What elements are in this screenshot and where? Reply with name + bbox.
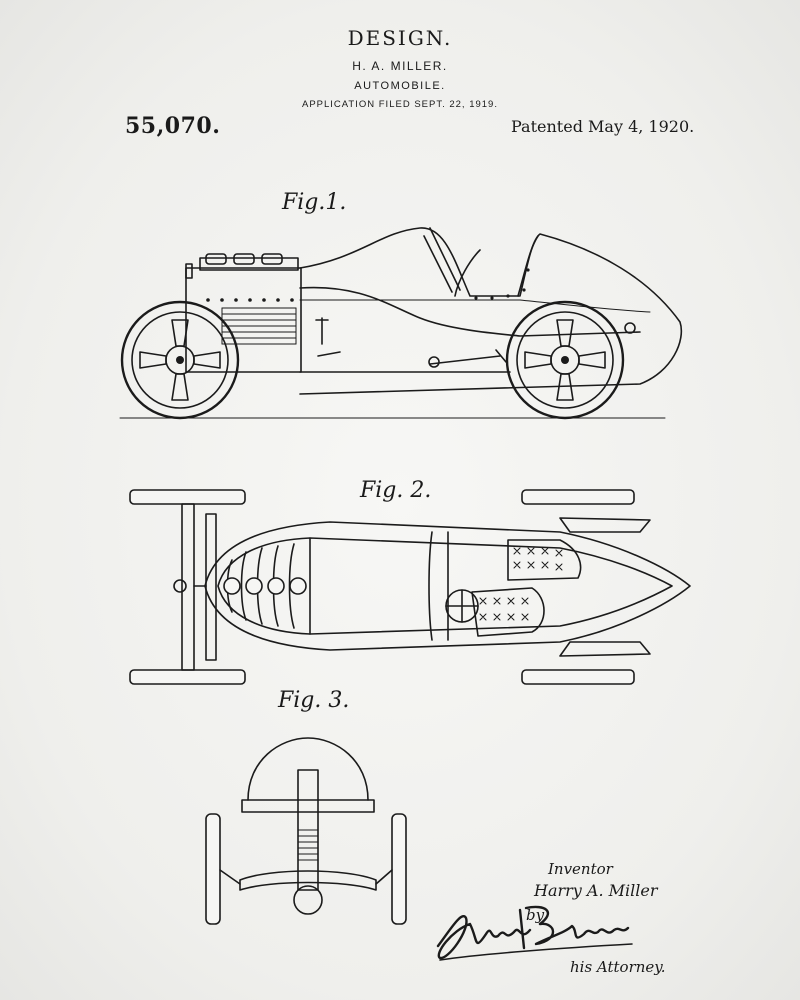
rear-right-tyre — [521, 669, 635, 685]
front-wheel-tyre — [120, 300, 240, 420]
gear-lever — [315, 317, 329, 345]
attorney-signature-mark — [436, 905, 633, 961]
patent-number: 55,070. — [125, 113, 221, 139]
hood-top — [199, 257, 299, 271]
body-plan-inner — [217, 537, 673, 635]
front-right-tyre — [129, 669, 246, 685]
fig1-side-view — [119, 227, 683, 420]
seat-cushion-1 — [507, 539, 582, 581]
application-filed-line: APPLICATION FILED SEPT. 22, 1919. — [302, 99, 498, 110]
seat-quilting — [479, 547, 563, 621]
patent-date: Patented May 4, 1920. — [511, 117, 695, 136]
inventor-role: Inventor — [548, 860, 613, 878]
brake-lever — [317, 351, 341, 357]
front-axle-beam — [239, 870, 377, 891]
top-stacks — [223, 577, 307, 595]
windscreen-2 — [423, 235, 453, 293]
rear-left-fender — [559, 517, 651, 533]
seat-back — [517, 235, 539, 297]
windscreen-1 — [429, 227, 461, 291]
body-sweep — [299, 286, 641, 337]
cowl-line — [428, 531, 433, 641]
fig2-label: Fig. 2. — [360, 478, 432, 503]
by-word: by — [526, 906, 545, 924]
subject-heading: AUTOMOBILE. — [354, 80, 446, 92]
stack-2 — [233, 253, 255, 265]
stack-1 — [205, 253, 227, 265]
fig1-label: Fig.1. — [282, 190, 347, 215]
fig3-right-tyre — [391, 813, 407, 925]
rear-right-fender — [559, 641, 651, 657]
stack-3 — [261, 253, 283, 265]
fig2-top-view — [129, 489, 691, 685]
body-belt — [299, 299, 651, 313]
fig3-front-view — [205, 737, 407, 925]
rear-wheel-tyre — [505, 300, 625, 420]
front-axle — [181, 503, 195, 671]
front-spring — [205, 513, 217, 661]
seat-cushion-2 — [471, 587, 545, 637]
body-plan-outline — [204, 521, 691, 651]
fig3-left-tyre — [205, 813, 221, 925]
front-wheel-rim — [131, 311, 229, 409]
radiator-cowl — [247, 737, 369, 801]
attorney-role: his Attorney. — [570, 958, 666, 976]
front-crossbar — [241, 799, 375, 813]
axle-hub — [293, 885, 323, 915]
cockpit-edge — [454, 249, 481, 297]
inventor-heading: H. A. MILLER. — [352, 59, 448, 73]
rear-wheel-rim — [516, 311, 614, 409]
front-left-tyre — [129, 489, 246, 505]
fig3-label: Fig. 3. — [278, 688, 350, 713]
design-heading: DESIGN. — [347, 26, 453, 50]
rear-left-tyre — [521, 489, 635, 505]
radiator-cap — [185, 263, 193, 279]
rear-linkage — [429, 349, 507, 365]
inventor-name: Harry A. Miller — [534, 881, 658, 900]
body-outline — [299, 227, 683, 395]
